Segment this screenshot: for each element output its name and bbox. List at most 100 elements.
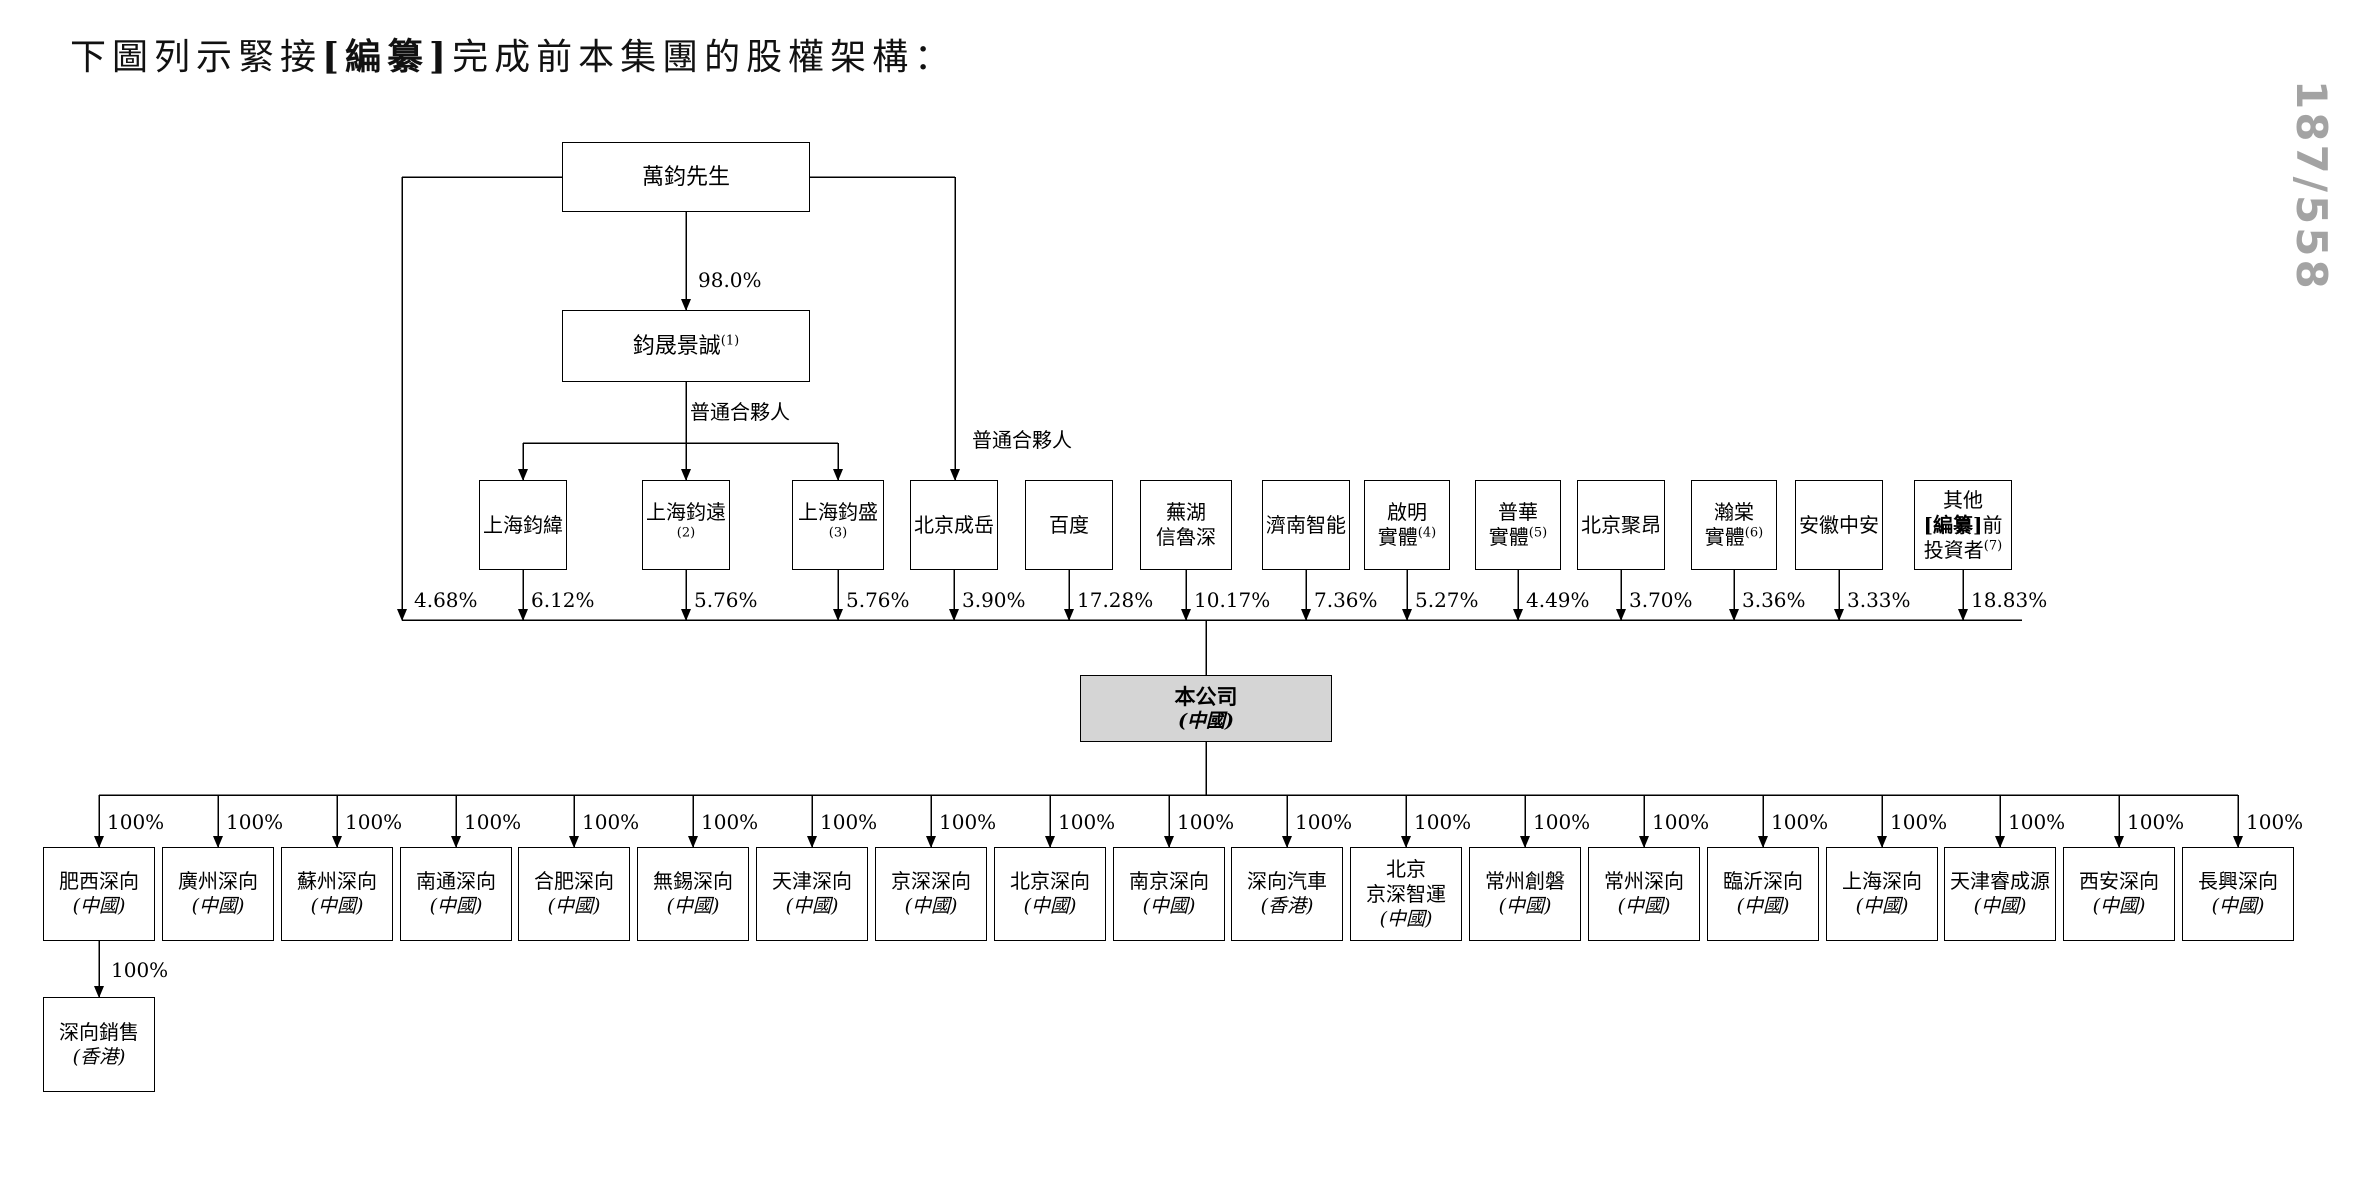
footnote-sup: (5) bbox=[1528, 525, 1548, 541]
subsidiary-percent-label: 100% bbox=[226, 810, 284, 834]
shareholder-node: 上海鈞緯 bbox=[479, 480, 567, 570]
subsidiary-percent-label: 100% bbox=[107, 810, 165, 834]
region-label: (中國) bbox=[1736, 895, 1790, 917]
ownership-percent-label: 3.33% bbox=[1847, 588, 1911, 612]
subsidiary-percent-label: 100% bbox=[1058, 810, 1116, 834]
redacted-marker: [編纂] bbox=[1923, 512, 1983, 537]
region-label: (中國) bbox=[1023, 895, 1077, 917]
region-label: (中國) bbox=[1178, 709, 1234, 732]
subsidiary-percent-label: 100% bbox=[701, 810, 759, 834]
subsidiary-node: 上海深向(中國) bbox=[1826, 847, 1938, 941]
region-label: (中國) bbox=[72, 895, 126, 917]
ownership-percent-label: 10.17% bbox=[1194, 588, 1271, 612]
shareholder-node: 百度 bbox=[1025, 480, 1113, 570]
region-label: (中國) bbox=[666, 895, 720, 917]
subsidiary-percent-label: 100% bbox=[2127, 810, 2185, 834]
footnote-sup: (3) bbox=[828, 525, 848, 541]
footnote-sup: (2) bbox=[676, 525, 696, 541]
subsidiary-node: 無錫深向(中國) bbox=[637, 847, 749, 941]
gp-label-left: 普通合夥人 bbox=[690, 400, 790, 424]
ownership-percent-label: 17.28% bbox=[1077, 588, 1154, 612]
title-redacted: [編纂] bbox=[322, 36, 453, 78]
subsidiary-node: 深向汽車(香港) bbox=[1231, 847, 1343, 941]
hk-sales-node: 深向銷售(香港) bbox=[43, 997, 155, 1092]
region-label: (中國) bbox=[2092, 895, 2146, 917]
subsidiary-node: 常州創磐(中國) bbox=[1469, 847, 1581, 941]
region-label: (中國) bbox=[1379, 907, 1433, 930]
subsidiary-node: 天津深向(中國) bbox=[756, 847, 868, 941]
node-text-line: 北京 bbox=[1386, 856, 1426, 881]
node-text-line: 鈞晟景誠(1) bbox=[632, 333, 740, 359]
subsidiary-percent-label: 100% bbox=[1771, 810, 1829, 834]
node-text-line: 其他 bbox=[1943, 487, 1983, 512]
subsidiary-percent-label: 100% bbox=[1533, 810, 1591, 834]
node-text-line: 安徽中安 bbox=[1799, 512, 1879, 537]
subsidiary-node: 北京深向(中國) bbox=[994, 847, 1106, 941]
node-text-line: 肥西深向 bbox=[59, 869, 139, 893]
subsidiary-node: 廣州深向(中國) bbox=[162, 847, 274, 941]
node-text-line: 常州創磐 bbox=[1485, 869, 1565, 893]
node-text-line: 北京聚昂 bbox=[1581, 512, 1661, 537]
page-number: 187/558 bbox=[2287, 80, 2336, 292]
shareholder-node: 上海鈞遠(2) bbox=[642, 480, 730, 570]
shareholder-node: 北京聚昂 bbox=[1577, 480, 1665, 570]
subsidiary-node: 南通深向(中國) bbox=[400, 847, 512, 941]
node-text-line: 深向銷售 bbox=[59, 1019, 139, 1044]
node-text-line: 常州深向 bbox=[1604, 869, 1684, 893]
node-text-line: 京深深向 bbox=[891, 869, 971, 893]
ownership-percent-label: 5.76% bbox=[694, 588, 758, 612]
node-text-line: 普華 bbox=[1498, 500, 1538, 524]
ownership-percent-label: 18.83% bbox=[1971, 588, 2048, 612]
region-label: (中國) bbox=[191, 895, 245, 917]
node-text-line: 蘇州深向 bbox=[297, 869, 377, 893]
ownership-percent-label: 4.49% bbox=[1526, 588, 1590, 612]
ownership-percent-label: 5.27% bbox=[1415, 588, 1479, 612]
node-text-line: 上海鈞遠(2) bbox=[646, 500, 726, 541]
node-text-line: 南京深向 bbox=[1129, 869, 1209, 893]
node-text-line: 上海鈞緯 bbox=[483, 512, 563, 537]
node-text-line: 上海深向 bbox=[1842, 869, 1922, 893]
node-text-line: 天津深向 bbox=[772, 869, 852, 893]
subsidiary-node: 西安深向(中國) bbox=[2063, 847, 2175, 941]
region-label: (中國) bbox=[429, 895, 483, 917]
subsidiary-node: 臨沂深向(中國) bbox=[1707, 847, 1819, 941]
region-label: (中國) bbox=[904, 895, 958, 917]
subsidiary-percent-label: 100% bbox=[345, 810, 403, 834]
node-text-line: 蕪湖 bbox=[1166, 500, 1206, 524]
node-text-line: 百度 bbox=[1049, 512, 1089, 537]
hk-sales-percent-label: 100% bbox=[111, 958, 169, 982]
footnote-sup: (1) bbox=[720, 333, 740, 349]
node-text-line: 啟明 bbox=[1387, 500, 1427, 524]
node-text-line: 廣州深向 bbox=[178, 869, 258, 893]
shareholder-node: 其他[編纂]前投資者(7) bbox=[1914, 480, 2012, 570]
title-prefix: 下圖列示緊接 bbox=[70, 37, 323, 78]
ownership-percent-label: 7.36% bbox=[1314, 588, 1378, 612]
node-text-line: 京深智運 bbox=[1366, 881, 1446, 906]
ownership-percent-label: 3.90% bbox=[962, 588, 1026, 612]
footnote-sup: (4) bbox=[1417, 525, 1437, 541]
region-label: (中國) bbox=[1142, 895, 1196, 917]
shareholder-node: 上海鈞盛(3) bbox=[792, 480, 884, 570]
subsidiary-node: 常州深向(中國) bbox=[1588, 847, 1700, 941]
node-text-line: 信魯深 bbox=[1156, 525, 1216, 549]
node-text-line: 瀚棠 bbox=[1714, 500, 1754, 524]
subsidiary-node: 長興深向(中國) bbox=[2182, 847, 2294, 941]
node-text-line: 萬鈞先生 bbox=[641, 164, 730, 190]
node-text-line: 本公司 bbox=[1174, 683, 1238, 709]
subsidiary-node: 天津睿成源(中國) bbox=[1944, 847, 2056, 941]
subsidiary-percent-label: 100% bbox=[1652, 810, 1710, 834]
region-label: (中國) bbox=[785, 895, 839, 917]
node-text-line: 臨沂深向 bbox=[1723, 869, 1803, 893]
shareholder-node: 瀚棠實體(6) bbox=[1691, 480, 1777, 570]
founder-direct-percent: 4.68% bbox=[414, 588, 478, 612]
subsidiary-node: 京深深向(中國) bbox=[875, 847, 987, 941]
node-text-line: 實體(5) bbox=[1488, 525, 1548, 549]
node-text-line: 合肥深向 bbox=[534, 869, 614, 893]
subsidiary-percent-label: 100% bbox=[582, 810, 640, 834]
region-label: (中國) bbox=[547, 895, 601, 917]
subsidiary-percent-label: 100% bbox=[1295, 810, 1353, 834]
region-label: (中國) bbox=[310, 895, 364, 917]
node-text-line: 北京成岳 bbox=[914, 512, 994, 537]
